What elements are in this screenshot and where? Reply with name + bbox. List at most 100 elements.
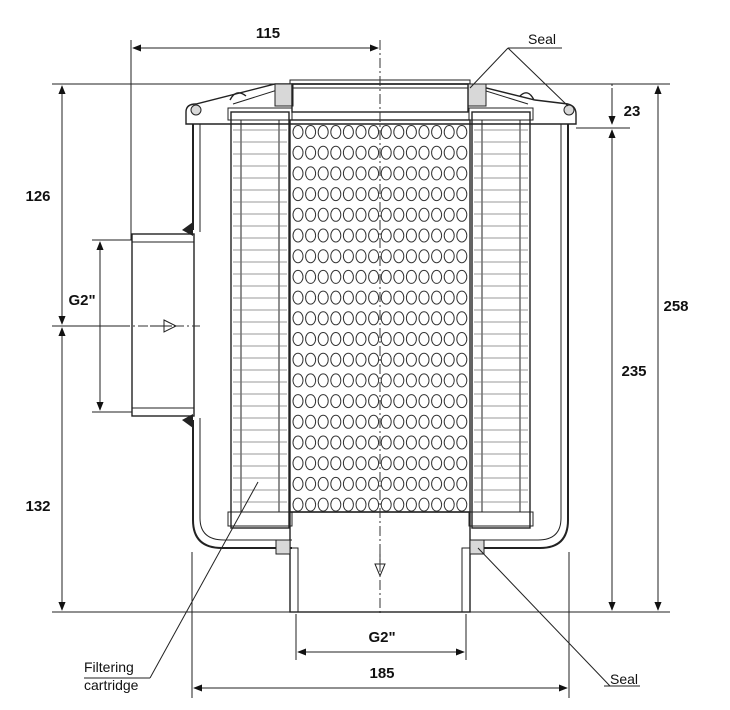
core-perforation (380, 125, 392, 139)
core-perforation (368, 414, 380, 429)
core-perforation (456, 394, 468, 409)
core-perforation (330, 187, 342, 202)
core-perforation (405, 269, 417, 284)
core-perforation (330, 373, 342, 388)
core-perforation (292, 497, 304, 512)
core-perforation (418, 249, 430, 264)
filter-cartridge-right (468, 107, 534, 529)
core-perforation (405, 145, 417, 160)
core-perforation (330, 249, 342, 264)
core-perforation (317, 125, 329, 139)
core-perforation (305, 228, 317, 243)
core-perforation (342, 166, 354, 181)
core-perforation (330, 145, 342, 160)
lid-seals (190, 83, 575, 116)
core-perforation (431, 145, 443, 160)
core-perforation (305, 497, 317, 512)
core-perforation (418, 352, 430, 367)
core-perforation (292, 332, 304, 346)
core-perforation (393, 414, 405, 429)
core-perforation (418, 228, 430, 243)
core-perforation (342, 394, 354, 409)
core-perforation (418, 207, 430, 222)
core-perforation (380, 145, 392, 160)
core-perforation (443, 373, 455, 388)
core-perforation (317, 145, 329, 160)
core-perforation (355, 187, 367, 202)
core-perforation (443, 352, 455, 367)
core-perforation (368, 166, 380, 181)
core-perforation (317, 228, 329, 243)
core-perforation (456, 145, 468, 160)
core-perforation (393, 207, 405, 222)
core-perforation (393, 332, 405, 346)
core-perforation (456, 207, 468, 222)
core-perforation (456, 290, 468, 305)
core-perforation (317, 394, 329, 409)
core-perforation (305, 187, 317, 202)
leader-lines (84, 47, 640, 687)
core-perforation (393, 373, 405, 388)
dim-overall-height: 258 (663, 298, 688, 315)
core-perforation (443, 476, 455, 491)
core-perforation (418, 414, 430, 429)
core-perforation (443, 414, 455, 429)
core-perforation (342, 125, 354, 139)
filter-cartridge-left (227, 107, 293, 529)
core-perforation (443, 394, 455, 409)
core-perforation (393, 311, 405, 326)
core-perforation (368, 497, 380, 512)
core-perforation (292, 145, 304, 160)
core-perforation (431, 435, 443, 450)
core-perforation (443, 228, 455, 243)
core-perforation (355, 228, 367, 243)
core-perforation (317, 249, 329, 264)
core-perforation (456, 228, 468, 243)
core-perforation (330, 476, 342, 491)
core-perforation (393, 435, 405, 450)
core-perforation (456, 249, 468, 264)
core-perforation (443, 497, 455, 512)
core-perforation (355, 456, 367, 471)
core-perforation (380, 497, 392, 512)
core-perforation (418, 435, 430, 450)
core-perforation (317, 373, 329, 388)
core-perforation (368, 394, 380, 409)
core-perforation (292, 207, 304, 222)
core-perforation (292, 269, 304, 284)
core-perforation (305, 414, 317, 429)
dim-upper-height: 126 (25, 188, 50, 205)
core-perforation (431, 352, 443, 367)
core-perforation (405, 125, 417, 139)
core-perforation (368, 311, 380, 326)
core-perforation (292, 125, 304, 139)
core-perforation (368, 456, 380, 471)
core-perforation (456, 187, 468, 202)
core-perforation (317, 352, 329, 367)
core-perforation (305, 125, 317, 139)
core-perforation (355, 435, 367, 450)
core-perforation (342, 373, 354, 388)
core-perforation (405, 352, 417, 367)
core-perforation (456, 476, 468, 491)
core-perforation (443, 456, 455, 471)
core-perforation (443, 207, 455, 222)
core-perforation (317, 332, 329, 346)
dim-lower-height: 132 (25, 498, 50, 515)
core-perforation (330, 456, 342, 471)
core-perforation (380, 394, 392, 409)
core-perforation (405, 187, 417, 202)
core-perforation (456, 456, 468, 471)
core-perforation (368, 373, 380, 388)
core-perforation (330, 125, 342, 139)
core-perforation (292, 352, 304, 367)
core-perforation (456, 311, 468, 326)
core-perforation (317, 476, 329, 491)
core-perforation (368, 187, 380, 202)
core-perforation (368, 332, 380, 346)
core-perforation (330, 290, 342, 305)
core-perforation (355, 207, 367, 222)
core-perforation (292, 476, 304, 491)
core-perforation (355, 290, 367, 305)
